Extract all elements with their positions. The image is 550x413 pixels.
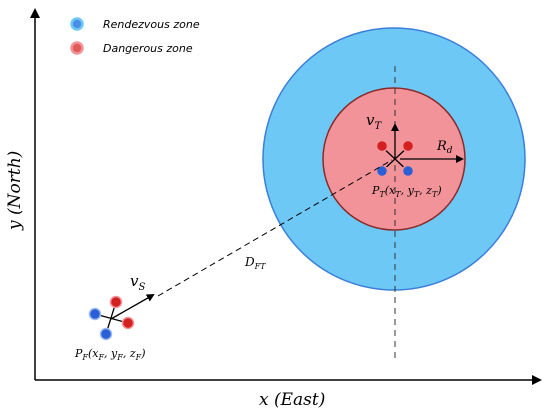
follower-formation [88, 294, 155, 341]
target-velocity-label: vT [366, 111, 382, 132]
follower-agent-blue [99, 327, 113, 341]
axes [30, 8, 542, 385]
follower-agent-blue [88, 307, 102, 321]
legend-rendezvous-marker [70, 17, 84, 31]
follower-velocity-label: vS [130, 272, 145, 293]
distance-dashed-line [157, 159, 393, 297]
radius-label: Rd [436, 139, 453, 156]
target-formation [375, 123, 415, 178]
target-agent-red [375, 139, 389, 153]
dangerous-zone [322, 87, 466, 231]
target-agent-blue [375, 164, 389, 178]
target-agent-red [401, 139, 415, 153]
y-axis-label: y (North) [5, 151, 25, 231]
legend: Rendezvous zone Dangerous zone [70, 17, 200, 55]
follower-position-label: PF(xF, yF, zF) [74, 347, 145, 362]
target-position-label: PT(xT, yT, zT) [371, 184, 442, 199]
legend-rendezvous-label: Rendezvous zone [103, 18, 200, 31]
follower-agent-red [109, 295, 123, 309]
legend-dangerous-label: Dangerous zone [103, 42, 193, 55]
follower-agent-red [121, 316, 135, 330]
distance-label: DFT [244, 255, 266, 271]
x-axis-label: x (East) [259, 390, 325, 410]
follower-velocity-arrow [110, 294, 155, 320]
legend-dangerous-marker [70, 41, 84, 55]
target-agent-blue [401, 164, 415, 178]
